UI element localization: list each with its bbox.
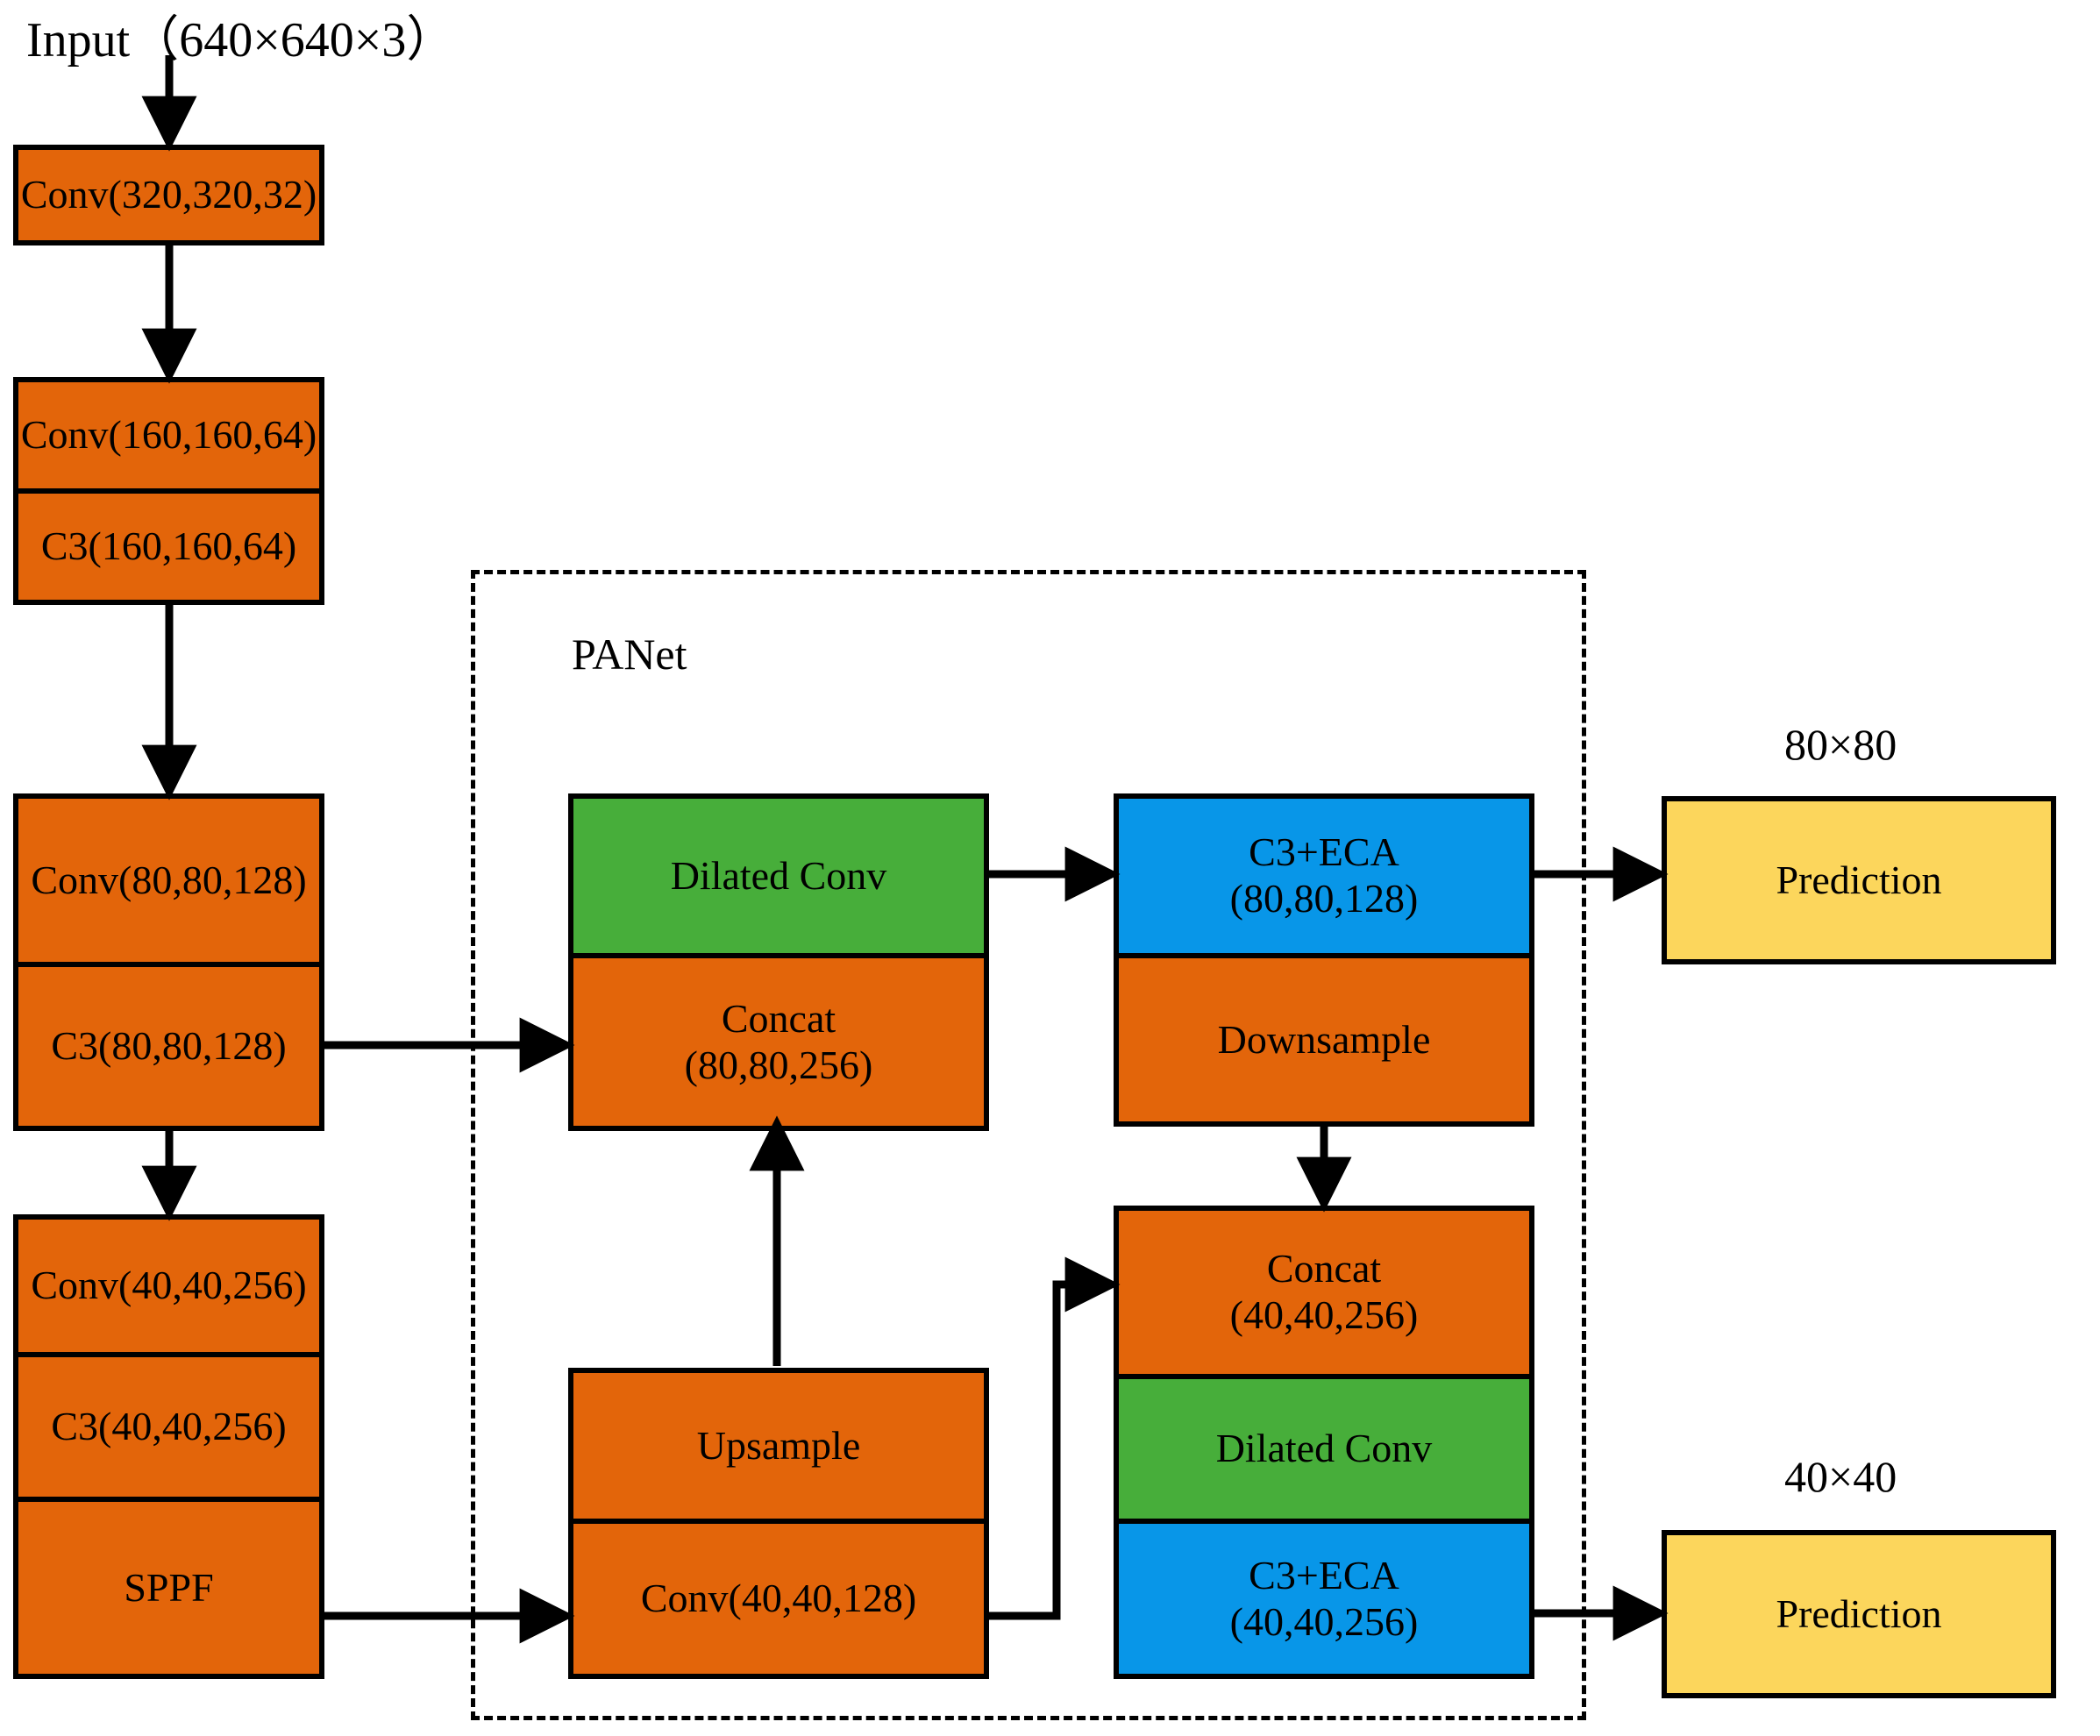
node-c3-40[interactable]: C3(40,40,256): [13, 1355, 324, 1499]
panet-label: PANet: [572, 630, 687, 679]
node-downsample[interactable]: Downsample: [1114, 956, 1534, 1127]
node-conv-80[interactable]: Conv(80,80,128): [13, 793, 324, 964]
node-upsample[interactable]: Upsample: [568, 1368, 989, 1521]
node-prediction-80[interactable]: Prediction: [1662, 796, 2056, 964]
node-c3-160[interactable]: C3(160,160,64): [13, 491, 324, 605]
node-conv-40[interactable]: Conv(40,40,256): [13, 1214, 324, 1355]
node-conv-320[interactable]: Conv(320,320,32): [13, 145, 324, 245]
node-c3-80[interactable]: C3(80,80,128): [13, 964, 324, 1131]
node-concat-40[interactable]: Concat (40,40,256): [1114, 1206, 1534, 1377]
node-dilated-conv-top[interactable]: Dilated Conv: [568, 793, 989, 956]
scale-label-80x80: 80×80: [1784, 720, 1897, 769]
node-dilated-conv-bottom[interactable]: Dilated Conv: [1114, 1377, 1534, 1521]
node-conv-160[interactable]: Conv(160,160,64): [13, 377, 324, 491]
node-c3eca-80[interactable]: C3+ECA (80,80,128): [1114, 793, 1534, 956]
panet-dashed-boundary: [471, 570, 1586, 1720]
node-sppf[interactable]: SPPF: [13, 1499, 324, 1679]
node-prediction-40[interactable]: Prediction: [1662, 1530, 2056, 1698]
node-c3eca-40[interactable]: C3+ECA (40,40,256): [1114, 1521, 1534, 1679]
input-title: Input（640×640×3）: [26, 13, 456, 68]
scale-label-40x40: 40×40: [1784, 1452, 1897, 1501]
node-conv-40-128[interactable]: Conv(40,40,128): [568, 1521, 989, 1679]
node-concat-80[interactable]: Concat (80,80,256): [568, 956, 989, 1131]
